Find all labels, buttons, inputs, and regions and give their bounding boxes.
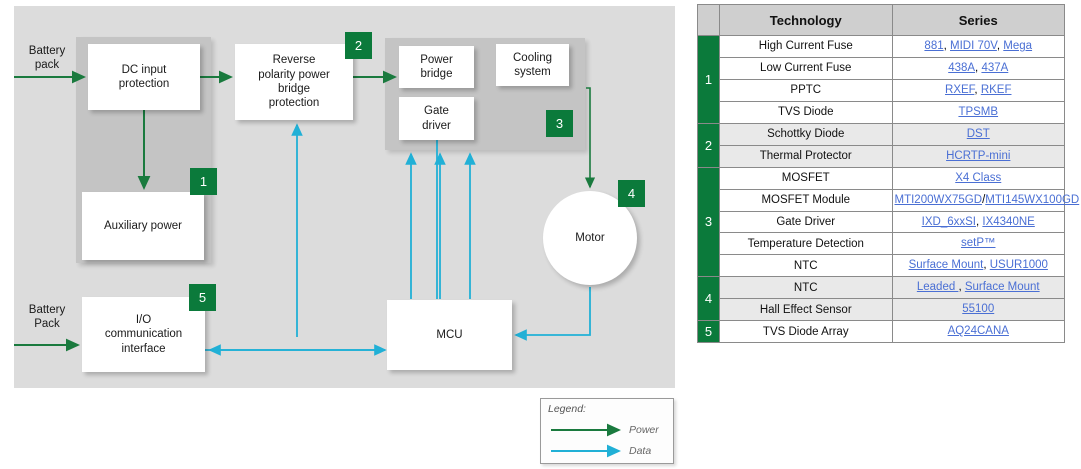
series-link[interactable]: DST xyxy=(966,127,990,140)
technology-cell: Temperature Detection xyxy=(719,232,893,256)
series-link[interactable]: MTI200WX75GD xyxy=(894,193,983,206)
series-cell: Surface Mount, USUR1000 xyxy=(891,254,1065,278)
technology-cell: Low Current Fuse xyxy=(719,56,893,80)
technology-cell: High Current Fuse xyxy=(719,35,893,58)
series-link[interactable]: RXEF xyxy=(945,83,975,96)
technology-cell: Hall Effect Sensor xyxy=(719,298,893,322)
series-link[interactable]: Mega xyxy=(1003,40,1033,52)
series-link[interactable]: MTI145WX100GD xyxy=(985,193,1080,206)
badge-1[interactable]: 1 xyxy=(190,168,217,195)
series-cell: 55100 xyxy=(891,298,1065,322)
technology-cell: TVS Diode Array xyxy=(719,320,893,344)
legend-label-data: Data xyxy=(629,445,652,457)
series-link[interactable]: 55100 xyxy=(962,303,995,316)
series-cell: HCRTP-mini xyxy=(891,144,1065,168)
group-number-cell-4: 4 xyxy=(697,276,720,322)
technology-cell: Gate Driver xyxy=(719,210,893,234)
header-series: Series xyxy=(891,4,1065,36)
series-link[interactable]: Leaded xyxy=(916,281,959,294)
table-row: Hall Effect Sensor 55100 xyxy=(698,298,1065,322)
badge-5[interactable]: 5 xyxy=(189,284,216,311)
technology-cell: PPTC xyxy=(719,78,893,102)
series-cell: IXD_6xxSI, IX4340NE xyxy=(891,210,1065,234)
series-cell: Leaded , Surface Mount xyxy=(891,276,1065,300)
group-number-cell-3: 3 xyxy=(697,166,720,278)
header-group-blank xyxy=(697,4,720,36)
series-link[interactable]: setP™ xyxy=(960,237,996,250)
series-cell: 881, MIDI 70V, Mega xyxy=(891,35,1065,58)
series-cell: 438A, 437A xyxy=(891,56,1065,80)
node-mcu[interactable]: MCU xyxy=(387,300,512,370)
series-link[interactable]: USUR1000 xyxy=(989,259,1048,272)
series-link[interactable]: 437A xyxy=(981,61,1009,74)
series-link[interactable]: Surface Mount xyxy=(908,259,984,272)
technology-cell: MOSFET Module xyxy=(719,188,893,212)
series-link[interactable]: AQ24CANA xyxy=(947,325,1009,338)
series-link[interactable]: 438A xyxy=(948,61,976,74)
legend-title: Legend: xyxy=(548,403,586,415)
technology-cell: Thermal Protector xyxy=(719,144,893,168)
technology-cell: TVS Diode xyxy=(719,100,893,124)
series-link[interactable]: IX4340NE xyxy=(982,215,1035,228)
series-cell: TPSMB xyxy=(891,100,1065,124)
legend-box: Legend: Power Data xyxy=(540,398,674,464)
series-link[interactable]: TPSMB xyxy=(958,105,999,118)
node-auxiliary-power[interactable]: Auxiliary power xyxy=(82,192,204,260)
series-link[interactable]: IXD_6xxSI xyxy=(921,215,976,228)
legend-arrows xyxy=(551,423,621,458)
technology-cell: NTC xyxy=(719,254,893,278)
series-link[interactable]: X4 Class xyxy=(955,171,1002,184)
group-number-cell-5: 5 xyxy=(697,320,720,344)
table-row: Thermal Protector HCRTP-mini xyxy=(698,144,1065,168)
series-cell: DST xyxy=(891,122,1065,146)
technology-cell: MOSFET xyxy=(719,166,893,190)
series-link[interactable]: HCRTP-mini xyxy=(946,149,1011,162)
badge-4[interactable]: 4 xyxy=(618,180,645,207)
group-number-cell-1: 1 xyxy=(697,35,720,124)
table-row: TVS Diode TPSMB xyxy=(698,100,1065,124)
table-row: Temperature Detection setP™ xyxy=(698,232,1065,256)
badge-3[interactable]: 3 xyxy=(546,110,573,137)
table-header-row: Technology Series xyxy=(697,4,1065,36)
header-technology: Technology xyxy=(719,4,893,36)
badge-2[interactable]: 2 xyxy=(345,32,372,59)
series-link[interactable]: MIDI 70V xyxy=(950,40,997,52)
series-link[interactable]: Surface Mount xyxy=(964,281,1040,294)
series-link[interactable]: RKEF xyxy=(980,83,1012,96)
technology-cell: NTC xyxy=(719,276,893,300)
group-number-cell-2: 2 xyxy=(697,122,720,168)
series-cell: AQ24CANA xyxy=(891,320,1065,344)
series-cell: setP™ xyxy=(891,232,1065,256)
series-cell: MTI200WX75GD/MTI145WX100GD xyxy=(891,188,1079,212)
series-cell: X4 Class xyxy=(891,166,1065,190)
series-cell: RXEF, RKEF xyxy=(891,78,1065,102)
technology-cell: Schottky Diode xyxy=(719,122,893,146)
legend-label-power: Power xyxy=(629,424,659,436)
series-link[interactable]: 881 xyxy=(924,40,944,52)
